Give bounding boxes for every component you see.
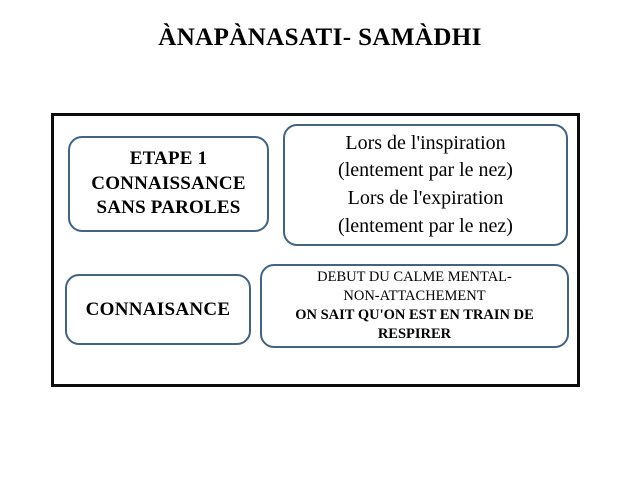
box-etape1-line-3: SANS PAROLES — [96, 197, 241, 219]
box-calme-line-1: DEBUT DU CALME MENTAL- — [317, 269, 512, 286]
box-calme: DEBUT DU CALME MENTAL- NON-ATTACHEMENT O… — [260, 264, 569, 348]
box-respiration-line-4: (lentement par le nez) — [338, 214, 513, 237]
box-respiration: Lors de l'inspiration (lentement par le … — [283, 124, 568, 246]
box-connaisance-line-1: CONNAISANCE — [85, 298, 231, 320]
box-connaisance: CONNAISANCE — [65, 274, 251, 345]
box-calme-line-4: RESPIRER — [377, 325, 452, 342]
box-calme-line-3: ON SAIT QU'ON EST EN TRAIN DE — [295, 307, 534, 323]
box-respiration-line-2: (lentement par le nez) — [338, 159, 513, 182]
page-title: ÀNAPÀNASATI- SAMÀDHI — [158, 24, 482, 51]
box-etape1-line-2: CONNAISSANCE — [91, 172, 246, 194]
diagram-frame: ETAPE 1 CONNAISSANCE SANS PAROLES Lors d… — [51, 113, 580, 387]
box-respiration-line-3: Lors de l'expiration — [347, 187, 504, 209]
box-calme-line-2: NON-ATTACHEMENT — [343, 288, 486, 305]
box-respiration-line-1: Lors de l'inspiration — [345, 131, 506, 154]
box-etape1-line-1: ETAPE 1 — [129, 147, 208, 169]
box-etape1: ETAPE 1 CONNAISSANCE SANS PAROLES — [68, 136, 269, 232]
